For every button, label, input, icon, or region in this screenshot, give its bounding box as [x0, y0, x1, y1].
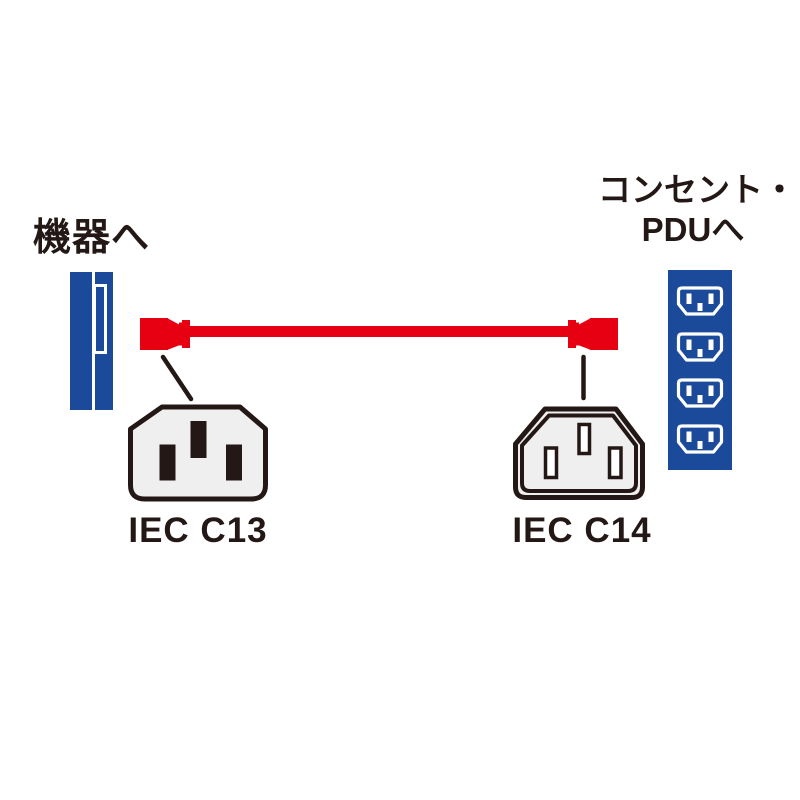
c14-leader-line [581, 354, 586, 401]
power-cable-icon [140, 318, 618, 350]
c13-caption: IEC C13 [128, 511, 268, 550]
equipment-inlet-icon [93, 284, 107, 354]
cable-plug-c14 [568, 318, 618, 350]
c14-earth-pin [577, 422, 592, 456]
outlet-pdu-label-line1: コンセント・ [598, 171, 796, 208]
c13-connector-drawing [128, 404, 268, 502]
outlet-pdu-label-line2: PDUへ [641, 211, 745, 248]
c14-left-pin [543, 446, 559, 480]
equipment-panel [70, 272, 92, 410]
cable-plug-c13 [140, 318, 190, 350]
outlet-pdu-label: コンセント・ PDUへ [598, 170, 796, 250]
c14-caption: IEC C14 [512, 511, 652, 550]
c13-leader-line [160, 354, 194, 402]
c14-right-pin [607, 446, 623, 480]
c13-left-slot [159, 444, 176, 481]
c13-earth-slot [190, 421, 207, 458]
c13-right-slot [226, 444, 242, 481]
c14-face-recess [520, 413, 638, 493]
equipment-icon [70, 272, 113, 410]
cable-cord [186, 326, 572, 337]
c14-connector-drawing [513, 406, 645, 500]
equipment-label: 機器へ [33, 217, 151, 259]
pdu-icon [668, 270, 732, 470]
